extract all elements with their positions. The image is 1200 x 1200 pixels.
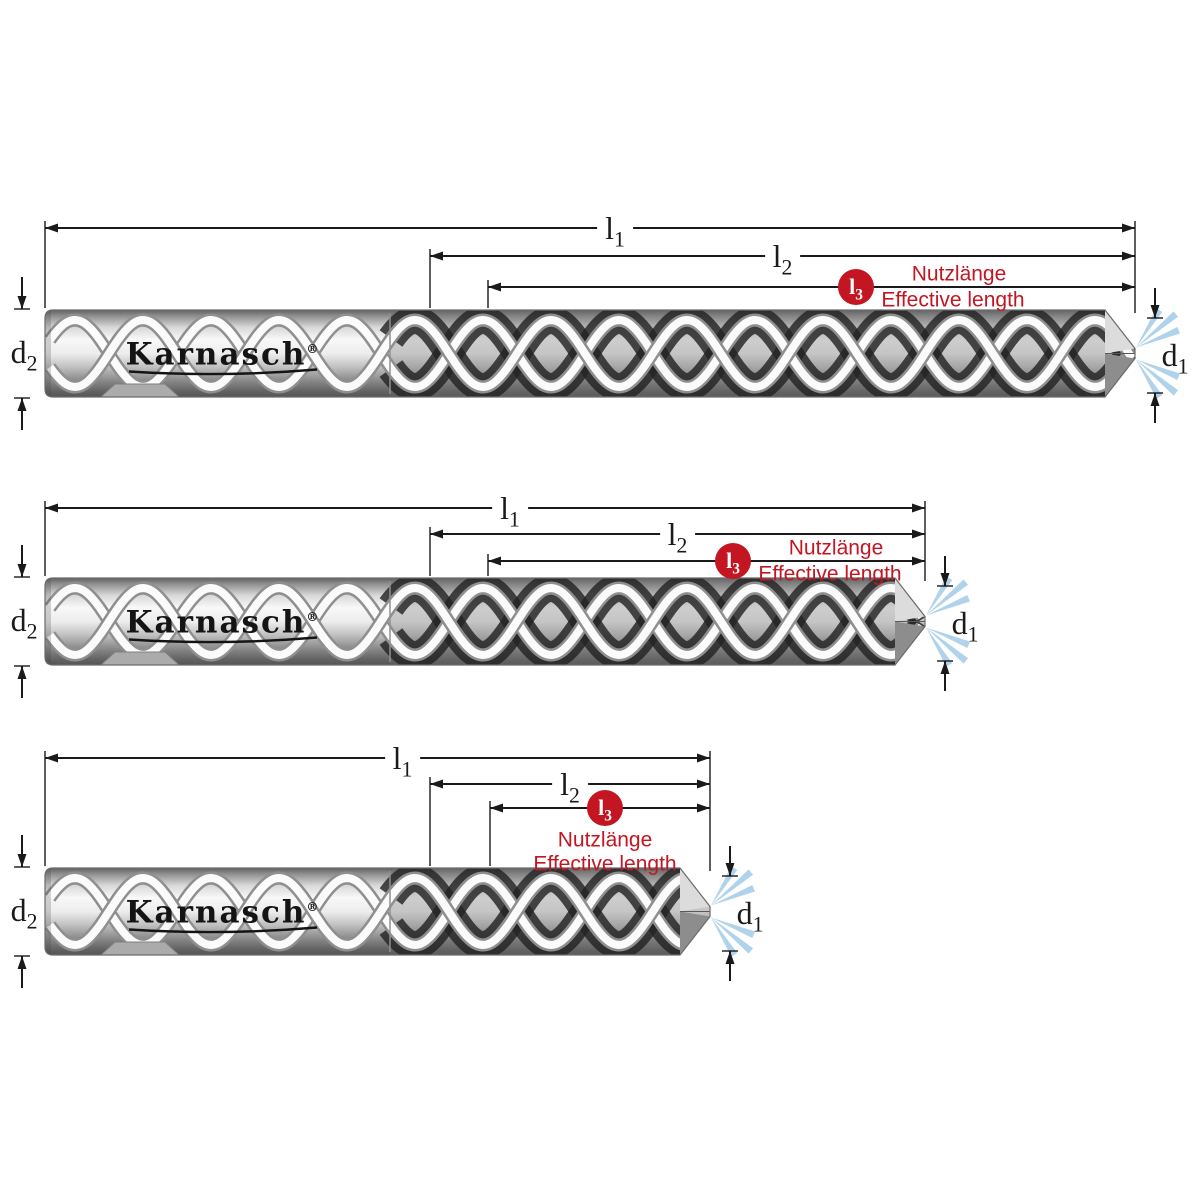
dim-label-l2: l2 <box>764 239 801 278</box>
dim-label-l1: l1 <box>384 741 421 780</box>
dim-label-l2: l2 <box>659 517 696 556</box>
brand-logo: Karnasch® <box>125 894 319 930</box>
effective-length-label: Effective length <box>881 288 1025 312</box>
nutzlaenge-label: Nutzlänge <box>557 828 653 852</box>
l3-badge: l3 <box>838 269 874 305</box>
d2-label: d2 <box>10 333 38 375</box>
d2-label: d2 <box>10 601 38 643</box>
d1-label: d1 <box>736 894 764 936</box>
d2-label: d2 <box>10 891 38 933</box>
l3-badge: l3 <box>587 790 623 826</box>
effective-length-label: Effective length <box>533 852 677 876</box>
effective-length-label: Effective length <box>758 562 902 586</box>
nutzlaenge-label: Nutzlänge <box>911 262 1007 286</box>
d1-label: d1 <box>1161 336 1189 378</box>
dim-label-l1: l1 <box>597 211 633 250</box>
brand-logo: Karnasch® <box>125 336 319 372</box>
dim-label-l2: l2 <box>552 767 588 806</box>
brand-logo: Karnasch® <box>125 604 319 640</box>
l3-badge: l3 <box>715 543 751 579</box>
nutzlaenge-label: Nutzlänge <box>788 536 884 560</box>
dim-label-l1: l1 <box>492 491 528 530</box>
d1-label: d1 <box>951 604 979 646</box>
